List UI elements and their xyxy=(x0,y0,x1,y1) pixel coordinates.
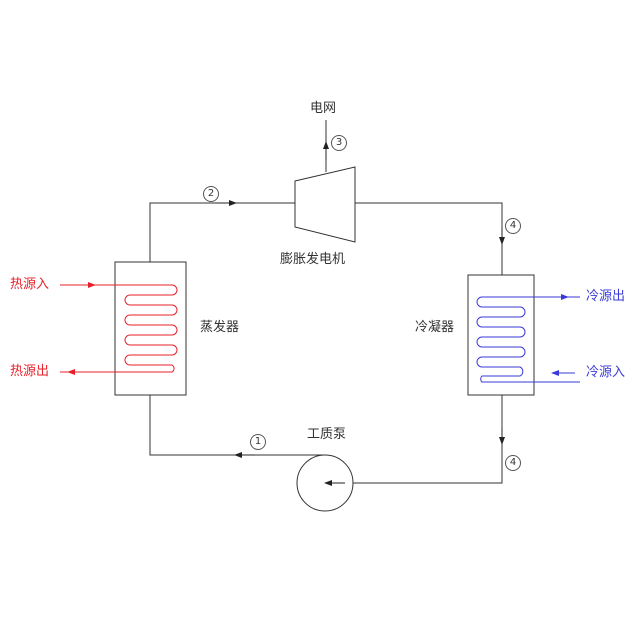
pump-label: 工质泵 xyxy=(307,427,347,442)
cold-in-label: 冷源入 xyxy=(586,365,626,380)
cold-out-label: 冷源出 xyxy=(586,289,626,304)
heat-in-label: 热源入 xyxy=(10,277,50,292)
grid-label: 电网 xyxy=(310,101,337,116)
state-4-top: 4 xyxy=(505,218,521,234)
pipe-condenser-to-pump xyxy=(353,395,503,484)
expander-label: 膨胀发电机 xyxy=(280,252,346,267)
condenser-box xyxy=(467,274,535,396)
heat-out-label: 热源出 xyxy=(10,364,50,379)
evaporator-coil xyxy=(60,284,178,373)
evaporator-label: 蒸发器 xyxy=(200,320,240,335)
evaporator-box xyxy=(114,261,187,396)
condenser-coil xyxy=(476,296,580,383)
pipe-expander-to-condenser xyxy=(355,202,503,275)
state-4-bottom: 4 xyxy=(505,455,521,471)
pipe-evap-to-expander xyxy=(149,202,295,262)
condenser-label: 冷凝器 xyxy=(415,320,455,335)
state-2: 2 xyxy=(203,186,219,202)
expander-turbine xyxy=(294,166,356,243)
pipe-pump-to-evap xyxy=(149,395,325,456)
state-1: 1 xyxy=(250,434,266,450)
state-3: 3 xyxy=(331,135,347,151)
